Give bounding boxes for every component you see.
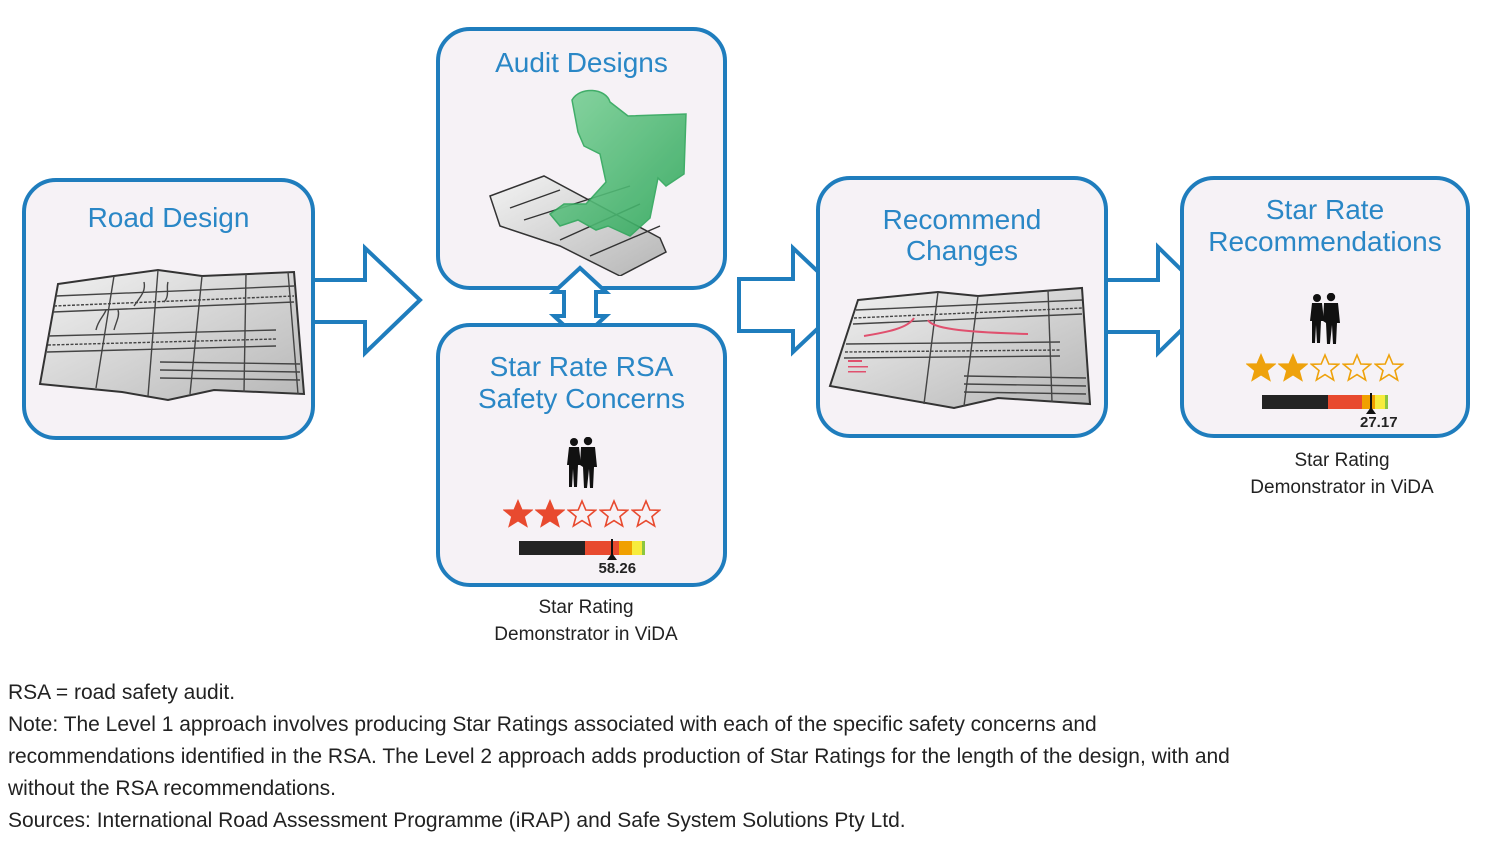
star-rating-widget: 58.26 bbox=[440, 437, 723, 577]
star-rating-widget: 27.17 bbox=[1184, 293, 1466, 431]
node-star-rate-rsa: Star Rate RSA Safety Concerns 58.26 bbox=[436, 323, 727, 587]
node-title-line1: Recommend bbox=[882, 204, 1042, 235]
star-outline-icon bbox=[1342, 353, 1372, 382]
score-marker bbox=[610, 539, 613, 557]
bar-segment-red bbox=[584, 541, 619, 555]
bar-segment-black bbox=[1262, 395, 1328, 409]
star-filled-icon bbox=[502, 499, 533, 528]
star-filled-icon bbox=[1278, 353, 1308, 382]
bar-segment-green bbox=[641, 541, 645, 555]
safety-score-bar: 27.17 bbox=[1262, 393, 1398, 431]
pedestrians-icon bbox=[566, 437, 597, 488]
caption-line1: Star Rating bbox=[538, 597, 634, 618]
star-filled-icon bbox=[1246, 353, 1276, 382]
bar-segment-red bbox=[1328, 395, 1362, 409]
arrow-road-design-to-audit bbox=[313, 243, 423, 358]
bar-segment-yellow bbox=[1375, 395, 1385, 409]
safety-score-bar: 58.26 bbox=[518, 539, 645, 577]
score-marker-tip bbox=[1366, 407, 1376, 414]
node-title: Road Design bbox=[87, 202, 250, 233]
note-line-3: without the RSA recommendations. bbox=[8, 777, 337, 800]
node-title-line1: Star Rate RSA bbox=[489, 351, 674, 382]
bar-segment-green bbox=[1385, 395, 1388, 409]
score-value: 27.17 bbox=[1360, 414, 1398, 431]
abbreviation-note: RSA = road safety audit. bbox=[8, 681, 236, 704]
star-outline-icon bbox=[598, 499, 629, 528]
stars-row bbox=[440, 499, 723, 529]
node-caption: Star Rating Demonstrator in ViDA bbox=[436, 594, 736, 648]
note-line-2: recommendations identified in the RSA. T… bbox=[8, 745, 1230, 768]
star-outline-icon bbox=[1310, 353, 1340, 382]
score-value: 58.26 bbox=[598, 560, 637, 577]
score-marker bbox=[1370, 393, 1372, 411]
caption-line2: Demonstrator in ViDA bbox=[494, 624, 678, 645]
node-star-rate-recommendations: Star Rate Recommendations 27.17 bbox=[1180, 176, 1470, 438]
bar-segment-black bbox=[518, 541, 585, 555]
bar-segment-orange bbox=[618, 541, 632, 555]
node-title-line2: Safety Concerns bbox=[478, 383, 685, 414]
node-recommend-changes: Recommend Changes bbox=[816, 176, 1108, 438]
node-title-line2: Changes bbox=[905, 235, 1019, 266]
caption-line2: Demonstrator in ViDA bbox=[1250, 477, 1434, 498]
node-caption: Star Rating Demonstrator in ViDA bbox=[1192, 447, 1488, 501]
node-title: Audit Designs bbox=[495, 47, 668, 78]
auditor-figure-icon bbox=[489, 89, 687, 276]
star-outline-icon bbox=[1374, 353, 1404, 382]
annotated-road-plan-icon bbox=[828, 286, 1092, 410]
note-line-1: Note: The Level 1 approach involves prod… bbox=[8, 713, 1097, 736]
bar-segment-yellow bbox=[631, 541, 642, 555]
node-audit-designs: Audit Designs bbox=[436, 27, 727, 290]
pedestrians-icon bbox=[1310, 293, 1340, 344]
caption-line1: Star Rating bbox=[1294, 450, 1390, 471]
sources-note: Sources: International Road Assessment P… bbox=[8, 809, 906, 832]
star-filled-icon bbox=[534, 499, 565, 528]
node-title-line2: Recommendations bbox=[1208, 226, 1442, 257]
score-marker-tip bbox=[606, 553, 617, 560]
road-plan-icon bbox=[38, 268, 306, 402]
star-outline-icon bbox=[630, 499, 661, 528]
node-road-design: Road Design bbox=[22, 178, 315, 440]
node-title-line1: Star Rate bbox=[1265, 194, 1385, 225]
figure-notes: RSA = road safety audit. Note: The Level… bbox=[8, 677, 1478, 837]
star-outline-icon bbox=[566, 499, 597, 528]
stars-row bbox=[1184, 353, 1466, 383]
